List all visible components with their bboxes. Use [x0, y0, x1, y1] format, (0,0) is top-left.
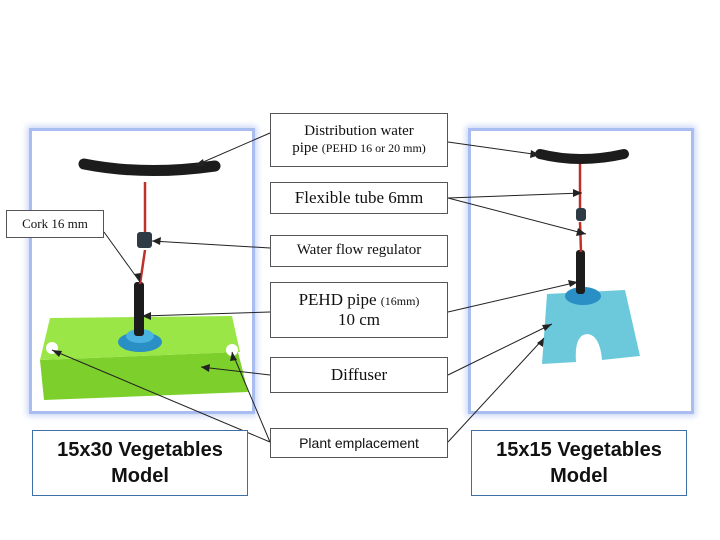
- model-left-line2: Model: [111, 465, 169, 487]
- left-device-illustration: [40, 158, 248, 400]
- left-pehd-pipe: [134, 282, 144, 336]
- left-regulator: [137, 232, 152, 248]
- left-distribution-pipe: [78, 158, 221, 177]
- model-left-line1: 15x30 Vegetables: [57, 439, 223, 461]
- right-flexible-tube: [578, 162, 583, 253]
- left-flexible-tube: [138, 182, 147, 285]
- distribution-line2: pipe: [292, 140, 319, 156]
- callout-arrowheads: [52, 150, 586, 372]
- flexible-tube-text: Flexible tube 6mm: [294, 188, 424, 208]
- label-water-flow-regulator: Water flow regulator: [270, 235, 448, 267]
- right-distribution-pipe: [535, 149, 629, 164]
- label-distribution-pipe: Distribution water pipe (PEHD 16 or 20 m…: [270, 113, 448, 167]
- right-device-illustration: [535, 149, 640, 364]
- pehd-line1: PEHD pipe (16mm): [299, 290, 420, 310]
- pehd-detail: (16mm): [380, 294, 420, 309]
- label-cork: Cork 16 mm: [6, 210, 104, 238]
- model-right-line1: 15x15 Vegetables: [496, 439, 662, 461]
- label-flexible-tube: Flexible tube 6mm: [270, 182, 448, 214]
- diffuser-text: Diffuser: [330, 365, 388, 385]
- pehd-length: 10 cm: [337, 310, 381, 329]
- right-fitting: [565, 287, 601, 305]
- plant-emplacement-text: Plant emplacement: [299, 434, 419, 451]
- pehd-pipe-text: PEHD pipe: [298, 290, 377, 310]
- callout-lines: [51, 132, 587, 443]
- distribution-line2-wrap: pipe (PEHD 16 or 20 mm): [292, 140, 426, 157]
- model-right-line2: Model: [550, 465, 608, 487]
- right-pehd-pipe: [576, 250, 585, 294]
- right-regulator: [576, 208, 586, 221]
- label-plant-emplacement: Plant emplacement: [270, 428, 448, 458]
- cork-text: Cork 16 mm: [22, 215, 88, 231]
- label-diffuser: Diffuser: [270, 357, 448, 393]
- left-diffuser-base: [40, 352, 248, 400]
- water-flow-regulator-text: Water flow regulator: [296, 242, 422, 259]
- distribution-detail: (PEHD 16 or 20 mm): [321, 141, 426, 155]
- label-pehd-pipe: PEHD pipe (16mm) 10 cm: [270, 282, 448, 338]
- right-diffuser: [542, 290, 640, 364]
- distribution-line1: Distribution water: [304, 122, 414, 139]
